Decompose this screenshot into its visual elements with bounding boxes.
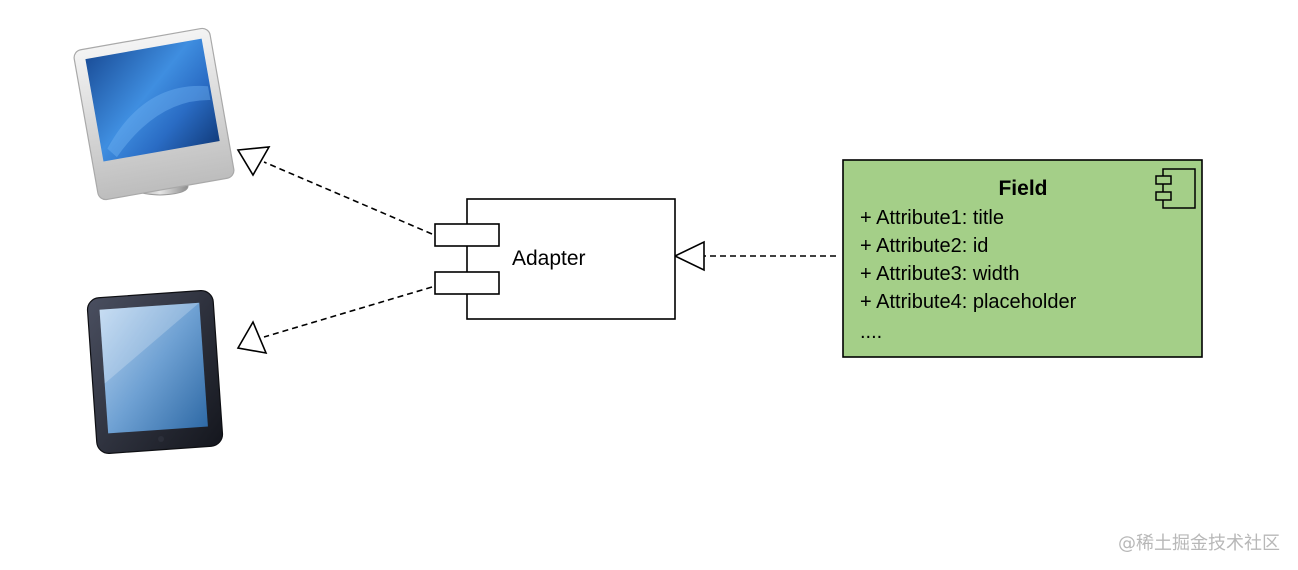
adapter-component: Adapter (434, 198, 676, 320)
hollow-arrowhead-icon (236, 320, 268, 355)
adapter-label: Adapter (512, 247, 586, 270)
desktop-monitor-icon (73, 27, 235, 201)
component-icon (1155, 168, 1196, 209)
field-component: Field + Attribute1: title + Attribute2: … (842, 159, 1203, 358)
hollow-arrowhead-icon (236, 146, 271, 177)
adapter-to-tablet-connector (236, 286, 433, 355)
field-attribute: .... (860, 321, 882, 343)
component-port-top (434, 223, 500, 247)
field-attribute: + Attribute2: id (860, 235, 988, 257)
watermark-text: @稀土掘金技术社区 (1118, 533, 1280, 554)
field-attribute: + Attribute1: title (860, 207, 1004, 229)
field-to-adapter-connector (673, 240, 836, 272)
component-port-bottom (434, 271, 500, 295)
field-box (842, 159, 1203, 358)
field-attribute: + Attribute4: placeholder (860, 291, 1077, 313)
adapter-to-desktop-connector (236, 146, 433, 235)
hollow-arrowhead-icon (673, 240, 705, 272)
field-attribute: + Attribute3: width (860, 263, 1020, 285)
field-title: Field (998, 177, 1047, 200)
tablet-icon (86, 290, 224, 454)
